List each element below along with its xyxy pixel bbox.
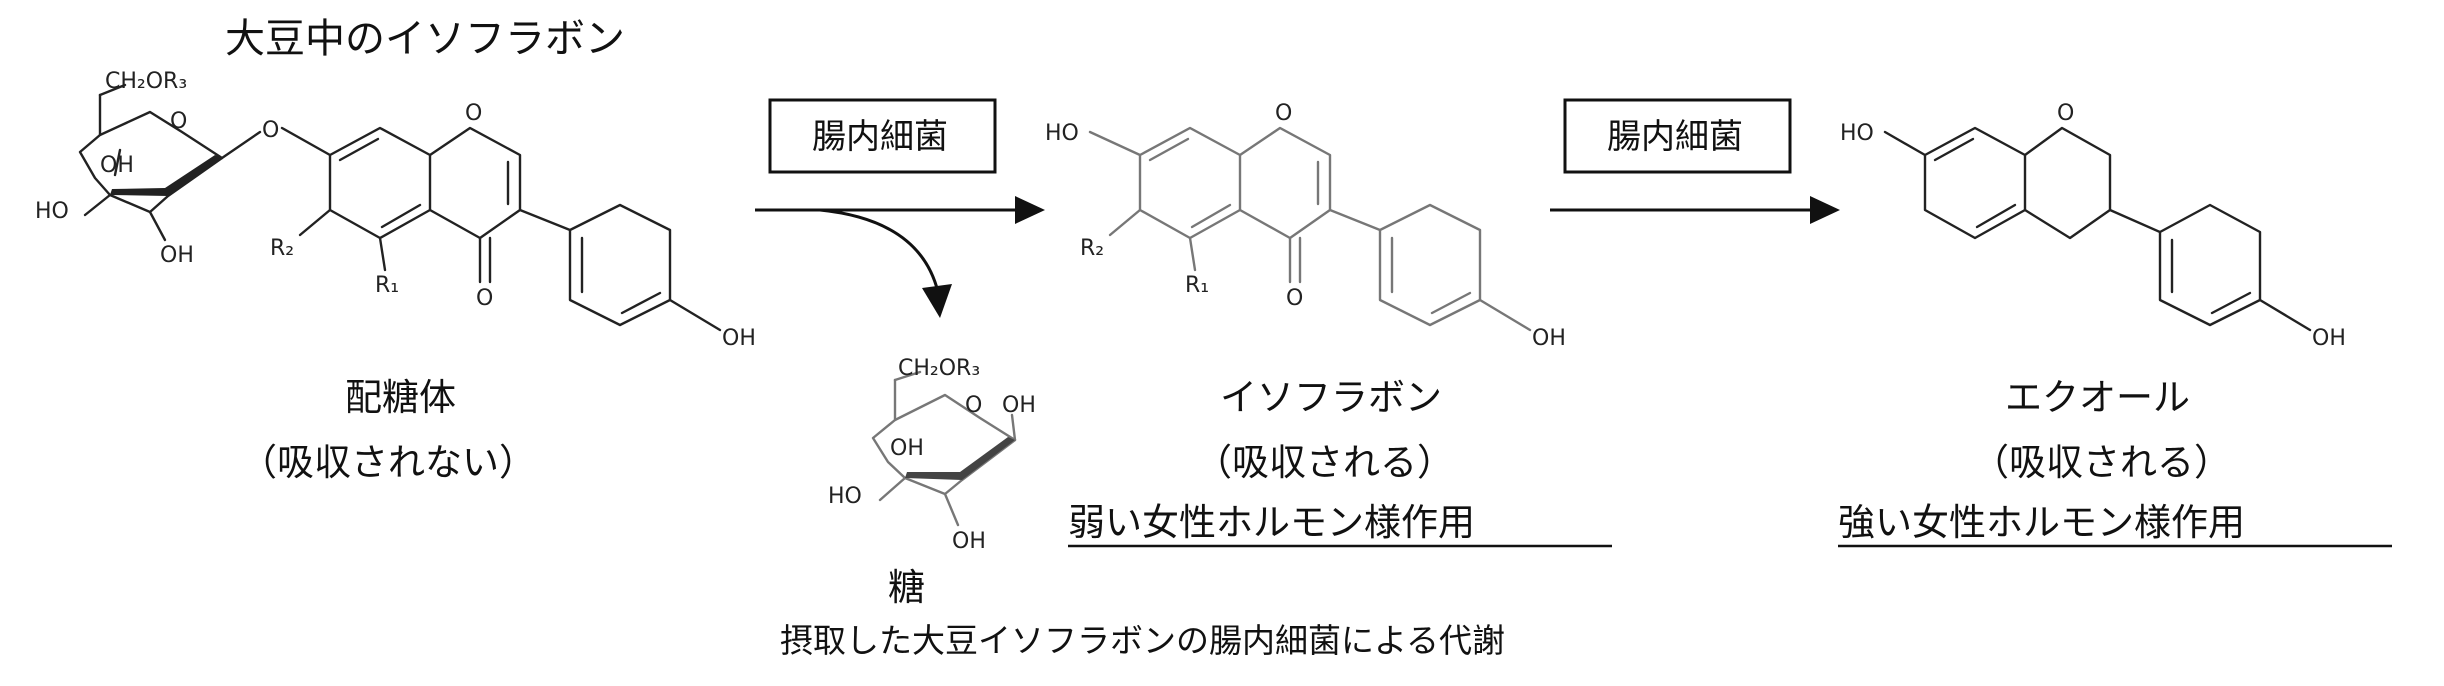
arrow-right-icon — [755, 196, 1045, 224]
atom-ho-sugar: HO — [828, 484, 862, 509]
equol-note: （吸収される） — [1972, 441, 2231, 484]
atom-r2-glycoside: R₂ — [270, 236, 294, 261]
equol-effect: 強い女性ホルモン様作用 — [1838, 501, 2245, 544]
atom-o-chromone: O — [465, 101, 482, 126]
isoflavone-name: イソフラボン — [1220, 376, 1442, 419]
atom-oh-phenol-glycoside: OH — [722, 326, 756, 351]
equol-structure: HO O OH — [1840, 101, 2346, 351]
curved-arrow-down-icon — [819, 208, 952, 318]
bacteria-box-1: 腸内細菌 — [768, 98, 997, 174]
atom-o-carbonyl: O — [476, 286, 493, 311]
atom-ch2or3-glycoside: CH₂OR₃ — [105, 69, 187, 94]
atom-oh-sugar-2: OH — [952, 529, 986, 554]
arrow-right-icon — [1550, 196, 1840, 224]
glycoside-name: 配糖体 — [345, 376, 456, 419]
isoflavone-note: （吸収される） — [1195, 441, 1454, 484]
isoflavone-structure: HO O O R₂ R₁ OH — [1045, 101, 1566, 351]
sugar-name: 糖 — [888, 566, 925, 609]
atom-oh-isoflavone-phenol: OH — [1532, 326, 1566, 351]
isoflavone-effect: 弱い女性ホルモン様作用 — [1068, 501, 1475, 544]
atom-ho-isoflavone: HO — [1045, 121, 1079, 146]
glycoside-note: （吸収されない） — [240, 441, 536, 484]
atom-r2-isoflavone: R₂ — [1080, 236, 1104, 261]
atom-r1-isoflavone: R₁ — [1185, 273, 1209, 298]
atom-o-isoflavone-carbonyl: O — [1286, 286, 1303, 311]
atom-o-equol-ring: O — [2057, 101, 2074, 126]
atom-ch2or3-sugar: CH₂OR₃ — [898, 356, 980, 381]
atom-o-isoflavone-ring: O — [1275, 101, 1292, 126]
atom-o-glycosidic: O — [262, 118, 279, 143]
atom-o-sugar-ring: O — [170, 109, 187, 134]
diagram-title: 大豆中のイソフラボン — [225, 16, 625, 62]
atom-oh-sugar-anomeric: OH — [1002, 393, 1036, 418]
atom-oh-glycoside-2: OH — [160, 243, 194, 268]
sugar-structure: CH₂OR₃ O OH OH HO OH — [828, 356, 1036, 554]
bacteria-label-1: 腸内細菌 — [812, 117, 948, 157]
glycoside-structure: CH₂OR₃ O OH HO OH O O O R₂ R₁ OH — [35, 69, 756, 351]
atom-o-sugar: O — [965, 393, 982, 418]
atom-ho-glycoside: HO — [35, 199, 69, 224]
equol-name: エクオール — [2005, 376, 2190, 419]
bacteria-box-2: 腸内細菌 — [1563, 98, 1792, 174]
bacteria-label-2: 腸内細菌 — [1607, 117, 1743, 157]
atom-oh-equol-phenol: OH — [2312, 326, 2346, 351]
atom-oh-glycoside-1: OH — [100, 153, 134, 178]
atom-ho-equol: HO — [1840, 121, 1874, 146]
diagram-caption: 摂取した大豆イソフラボンの腸内細菌による代謝 — [780, 621, 1505, 660]
atom-oh-sugar-1: OH — [890, 436, 924, 461]
atom-r1-glycoside: R₁ — [375, 273, 399, 298]
